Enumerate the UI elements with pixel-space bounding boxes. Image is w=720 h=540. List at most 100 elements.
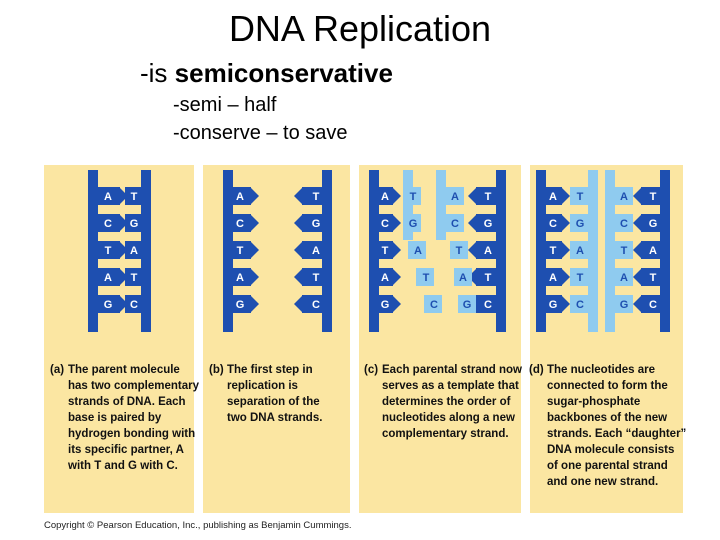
base-label: T <box>423 272 430 284</box>
backbone-right <box>322 170 332 332</box>
base-label: T <box>485 272 492 284</box>
caption-line: determines the order of <box>382 396 511 408</box>
caption-line: The first step in <box>227 364 313 376</box>
backbone-parent <box>496 170 506 332</box>
base-notch <box>120 242 128 258</box>
base-notch <box>294 269 302 285</box>
base-notch <box>562 215 570 231</box>
base-label: A <box>414 245 422 257</box>
base-label: C <box>381 218 389 230</box>
base-notch <box>120 188 128 204</box>
caption-line: has two complementary <box>68 380 200 392</box>
base-left <box>233 268 251 286</box>
caption-line: its specific partner, A <box>68 444 184 456</box>
base-left <box>98 241 120 259</box>
base-label: G <box>409 218 418 230</box>
base-new <box>416 268 434 286</box>
base-label: A <box>130 245 138 257</box>
base-label: C <box>576 299 584 311</box>
base-label: T <box>550 245 557 257</box>
base-notch <box>633 296 641 312</box>
base-label: G <box>463 299 472 311</box>
base-notch <box>393 269 401 285</box>
base-label: G <box>484 218 493 230</box>
base-new <box>615 214 633 232</box>
base-label: T <box>650 191 657 203</box>
base-notch <box>251 296 259 312</box>
base-label: A <box>620 272 628 284</box>
base-label: A <box>381 191 389 203</box>
base-notch <box>393 215 401 231</box>
base-label: A <box>459 272 467 284</box>
base-label: T <box>131 272 138 284</box>
caption-c-label: (c) <box>364 364 379 376</box>
base-new <box>570 241 588 259</box>
base-new <box>403 214 421 232</box>
backbone-new <box>436 170 446 240</box>
base-notch <box>120 215 128 231</box>
base-left <box>233 241 251 259</box>
caption-line: The nucleotides are <box>547 364 656 376</box>
base-parent <box>641 295 660 313</box>
base-parent <box>379 214 393 232</box>
base-label: T <box>105 245 112 257</box>
base-notch <box>468 242 476 258</box>
base-left <box>233 187 251 205</box>
caption-c: (c)Each parental strand now serves as a t… <box>364 362 522 442</box>
base-label: A <box>484 245 492 257</box>
backbone-new <box>588 170 598 332</box>
base-notch <box>562 296 570 312</box>
base-label: T <box>485 191 492 203</box>
caption-d-label: (d) <box>529 364 544 376</box>
base-parent <box>546 268 562 286</box>
base-label: T <box>456 245 463 257</box>
base-right <box>302 268 322 286</box>
caption-line: replication is <box>227 380 298 392</box>
caption-b-label: (b) <box>209 364 224 376</box>
caption-line: The parent molecule <box>68 364 180 376</box>
base-label: C <box>549 218 557 230</box>
base-label: A <box>236 272 244 284</box>
base-right <box>125 268 141 286</box>
base-label: C <box>130 299 138 311</box>
base-parent <box>476 241 496 259</box>
caption-line: Each parental strand now <box>382 364 522 376</box>
caption-line: complementary strand. <box>382 428 509 440</box>
base-notch <box>251 242 259 258</box>
caption-c-text: Each parental strand now serves as a temp… <box>382 362 522 442</box>
backbone-right <box>141 170 151 332</box>
base-label: C <box>312 299 320 311</box>
base-parent <box>546 214 562 232</box>
caption-line: and one new strand. <box>547 476 659 488</box>
base-parent <box>379 295 393 313</box>
base-label: A <box>104 191 112 203</box>
caption-line: serves as a template that <box>382 380 519 392</box>
base-new <box>615 295 633 313</box>
base-label: A <box>549 272 557 284</box>
base-left <box>98 268 120 286</box>
subtitle-prefix: -is <box>140 58 175 88</box>
backbone-left <box>223 170 233 332</box>
base-label: T <box>131 191 138 203</box>
base-new <box>615 268 633 286</box>
base-label: C <box>451 218 459 230</box>
base-label: G <box>549 299 558 311</box>
caption-line: backbones of the new <box>547 412 668 424</box>
base-label: G <box>381 299 390 311</box>
backbone-left <box>88 170 98 332</box>
caption-line: hydrogen bonding with <box>68 428 196 440</box>
backbone-parent <box>369 170 379 332</box>
base-notch <box>633 188 641 204</box>
base-new <box>403 187 421 205</box>
base-notch <box>562 242 570 258</box>
base-label: G <box>312 218 321 230</box>
base-right <box>125 187 141 205</box>
base-right <box>302 214 322 232</box>
base-notch <box>393 296 401 312</box>
definition-conserve: -conserve – to save <box>173 122 348 144</box>
base-parent <box>476 214 496 232</box>
base-notch <box>294 296 302 312</box>
caption-line: strands of DNA. Each <box>68 396 186 408</box>
